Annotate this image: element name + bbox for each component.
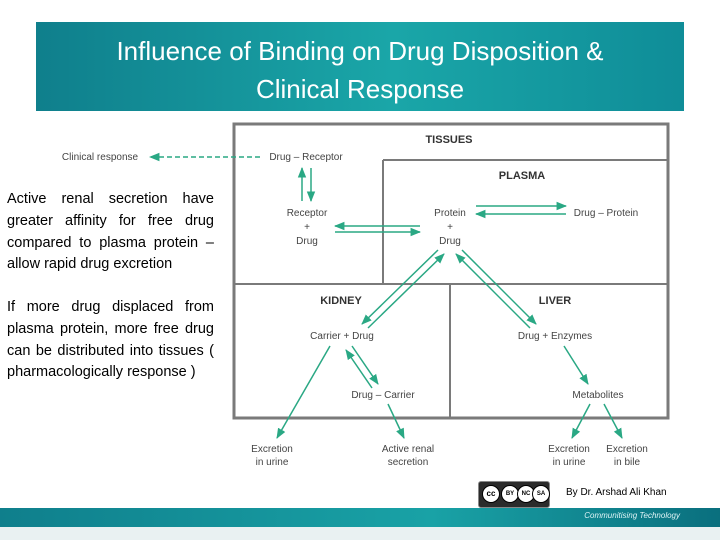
liver-to-plasma-arrow bbox=[455, 253, 531, 329]
plasma-to-liver-arrow bbox=[461, 249, 537, 325]
carrier-drug-label: Carrier + Drug bbox=[310, 331, 374, 342]
tissues-label: TISSUES bbox=[425, 134, 472, 146]
metabolite-urine-arrow bbox=[571, 403, 591, 439]
protein-plus: + bbox=[447, 222, 453, 233]
kidney-urine-arrow bbox=[276, 345, 331, 439]
drug-protein-label: Drug – Protein bbox=[574, 208, 638, 219]
liver-excretion-urine-label-2: in urine bbox=[553, 457, 586, 468]
footer-bar: Communitising Technology bbox=[0, 508, 720, 527]
title-banner: Influence of Binding on Drug Disposition… bbox=[36, 22, 684, 111]
protein-label: Protein bbox=[434, 208, 466, 219]
kidney-to-plasma-arrow bbox=[367, 253, 445, 329]
plasma-to-kidney-arrow bbox=[361, 249, 439, 325]
drug-carrier-label: Drug – Carrier bbox=[351, 390, 415, 401]
protein-drug-label: Drug bbox=[439, 236, 461, 247]
receptor-drug-label: Drug bbox=[296, 236, 318, 247]
active-renal-label-1: Active renal bbox=[382, 444, 434, 455]
carrier-reverse-arrow bbox=[345, 349, 373, 389]
active-secretion-arrow bbox=[387, 403, 405, 439]
sa-icon: SA bbox=[532, 485, 550, 503]
carrier-forward-arrow bbox=[351, 345, 379, 385]
title-line-2: Clinical Response bbox=[255, 74, 465, 104]
metabolism-arrow bbox=[563, 345, 589, 385]
active-renal-label-2: secretion bbox=[388, 457, 429, 468]
title-line-1: Influence of Binding on Drug Disposition… bbox=[116, 36, 604, 66]
cc-icon: cc bbox=[482, 485, 500, 503]
clinical-response-label: Clinical response bbox=[62, 152, 139, 163]
metabolite-bile-arrow bbox=[603, 403, 623, 439]
slide-title: Influence of Binding on Drug Disposition… bbox=[36, 32, 684, 108]
drug-receptor-label: Drug – Receptor bbox=[269, 152, 343, 163]
excretion-bile-label-1: Excretion bbox=[606, 444, 648, 455]
liver-label: LIVER bbox=[539, 295, 571, 307]
excretion-urine-label-1: Excretion bbox=[251, 444, 293, 455]
liver-excretion-urine-label-1: Excretion bbox=[548, 444, 590, 455]
author-credit: By Dr. Arshad Ali Khan bbox=[566, 487, 667, 498]
excretion-bile-label-2: in bile bbox=[614, 457, 641, 468]
by-icon: BY bbox=[501, 485, 519, 503]
excretion-urine-label-2: in urine bbox=[256, 457, 289, 468]
receptor-plus: + bbox=[304, 222, 310, 233]
footer-strip bbox=[0, 527, 720, 540]
displacement-note: If more drug displaced from plasma prote… bbox=[7, 299, 214, 381]
renal-secretion-note: Active renal secretion have greater affi… bbox=[7, 191, 214, 273]
receptor-label: Receptor bbox=[287, 208, 328, 219]
footer-tagline: Communitising Technology bbox=[584, 511, 680, 520]
kidney-label: KIDNEY bbox=[320, 295, 362, 307]
metabolites-label: Metabolites bbox=[572, 390, 623, 401]
drug-enzymes-label: Drug + Enzymes bbox=[518, 331, 592, 342]
cc-license-badge[interactable]: cc BY NC SA bbox=[478, 481, 550, 508]
plasma-label: PLASMA bbox=[499, 170, 546, 182]
